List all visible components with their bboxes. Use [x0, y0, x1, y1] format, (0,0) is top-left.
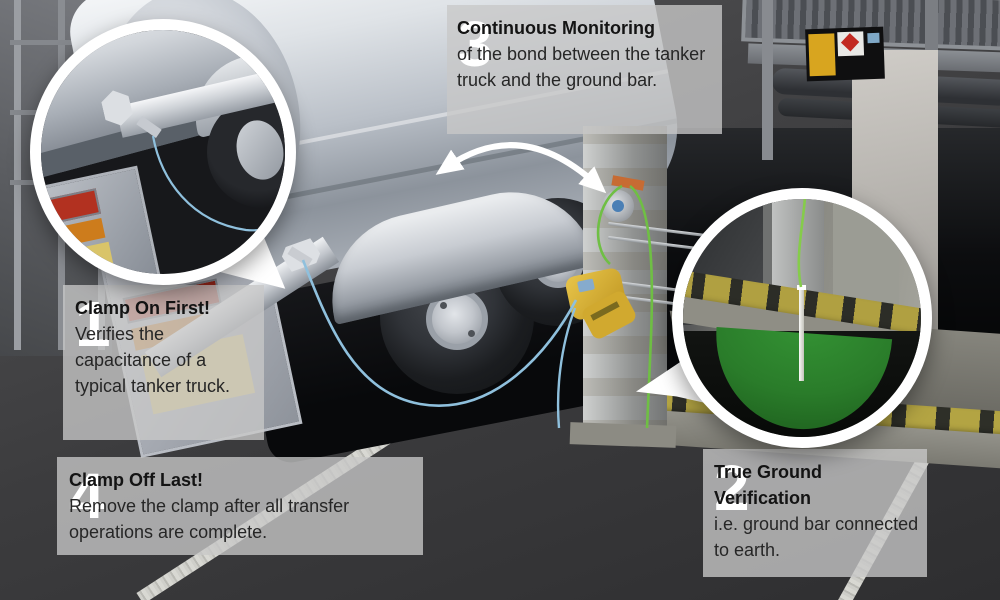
callout-3-title: Continuous Monitoring	[457, 18, 655, 38]
callout-1-title: Clamp On First!	[75, 298, 211, 318]
callout-2-title: True Ground Verification	[714, 462, 822, 508]
magnifier-clamp-detail-view	[41, 30, 285, 274]
magnifier-ground-detail	[672, 188, 932, 448]
wheel-hub	[426, 288, 488, 350]
callout-1-body: Verifies the capacitance of a typical ta…	[75, 324, 231, 396]
callout-2-body: i.e. ground bar connected to earth.	[714, 514, 919, 560]
ground-wire-drop	[629, 184, 654, 429]
magnified-wall	[833, 199, 899, 311]
callout-2-text: True Ground Verification i.e. ground bar…	[714, 459, 921, 567]
callout-3-text: Continuous Monitoring of the bond betwee…	[457, 15, 716, 124]
magnified-cable	[151, 135, 285, 232]
ground-bar-rod-top	[797, 285, 806, 290]
callout-4-title: Clamp Off Last!	[69, 470, 204, 490]
callout-3-body: of the bond between the tanker truck and…	[457, 44, 706, 90]
ground-wire-loop	[596, 184, 623, 265]
bond-double-arrow-icon	[435, 142, 607, 194]
gantry-post	[762, 0, 773, 160]
callout-1-clamp-on: 1 Clamp On First! Verifies the capacitan…	[63, 285, 264, 440]
magnified-ground-wire	[797, 199, 807, 288]
callout-2-true-ground: 2 True Ground Verification i.e. ground b…	[703, 449, 927, 577]
marker-light-red	[253, 40, 259, 46]
magnifier-ground-detail-view	[683, 199, 921, 437]
wheel-lug	[468, 330, 475, 337]
marker-light-red	[99, 36, 105, 42]
ground-bar-rod	[799, 287, 804, 381]
monitoring-unit-indicator	[612, 200, 624, 212]
wheel-lug	[440, 302, 447, 309]
magnifier-clamp-detail	[30, 19, 296, 285]
bonding-cable-blue-drop	[556, 307, 577, 429]
magnified-column-edge	[763, 199, 772, 317]
callout-1-number: 1	[75, 288, 111, 360]
callout-4-text: Clamp Off Last! Remove the clamp after a…	[69, 467, 419, 545]
callout-4-clamp-off: 4 Clamp Off Last! Remove the clamp after…	[57, 457, 423, 555]
callout-2-number: 2	[714, 452, 750, 524]
callout-3-number: 3	[457, 8, 493, 80]
callout-3-continuous-monitoring: 3 Continuous Monitoring of the bond betw…	[447, 5, 722, 134]
frame-strut	[14, 0, 21, 350]
bonding-cable-blue	[301, 259, 578, 407]
callout-4-body: Remove the clamp after all transfer oper…	[69, 496, 350, 542]
callout-1-text: Clamp On First! Verifies the capacitance…	[75, 295, 258, 430]
callout-4-number: 4	[69, 460, 105, 532]
